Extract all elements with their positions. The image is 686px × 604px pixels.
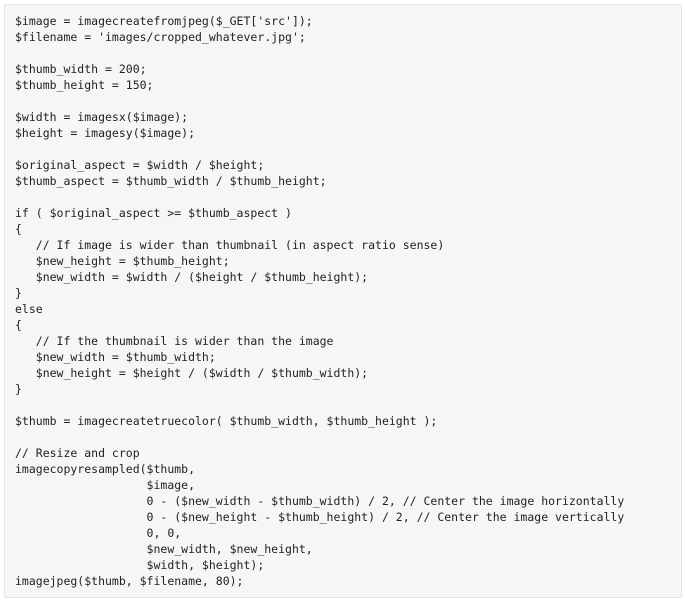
code-line: $thumb_aspect = $thumb_width / $thumb_he…: [15, 174, 327, 188]
code-line: [15, 429, 681, 445]
code-line: // If the thumbnail is wider than the im…: [15, 334, 334, 348]
code-line: [15, 45, 681, 61]
code-line: $new_width, $new_height,: [15, 542, 313, 556]
code-line: $width, $height);: [15, 558, 265, 572]
code-line: 0, 0,: [15, 526, 182, 540]
code-line: $new_width = $width / ($height / $thumb_…: [15, 270, 369, 284]
code-line: else: [15, 302, 43, 316]
code-line: {: [15, 222, 22, 236]
code-line: $height = imagesy($image);: [15, 126, 196, 140]
code-line: {: [15, 318, 22, 332]
code-line: $original_aspect = $width / $height;: [15, 158, 265, 172]
code-line: 0 - ($new_height - $thumb_height) / 2, /…: [15, 510, 625, 524]
code-line: 0 - ($new_width - $thumb_width) / 2, // …: [15, 494, 625, 508]
code-line: [15, 397, 681, 413]
code-line: $width = imagesx($image);: [15, 110, 189, 124]
code-line: $new_height = $thumb_height;: [15, 254, 230, 268]
code-line: imagejpeg($thumb, $filename, 80);: [15, 574, 244, 588]
code-line: [15, 141, 681, 157]
code-line: $image,: [15, 478, 196, 492]
code-lines: $image = imagecreatefromjpeg($_GET['src'…: [15, 13, 681, 589]
code-line: }: [15, 382, 22, 396]
code-line: $thumb_height = 150;: [15, 78, 154, 92]
code-line: $new_width = $thumb_width;: [15, 350, 216, 364]
code-line: $thumb_width = 200;: [15, 62, 147, 76]
code-line: $filename = 'images/cropped_whatever.jpg…: [15, 30, 306, 44]
code-line: [15, 93, 681, 109]
code-line: $new_height = $height / ($width / $thumb…: [15, 366, 369, 380]
code-line: }: [15, 286, 22, 300]
code-line: $thumb = imagecreatetruecolor( $thumb_wi…: [15, 414, 438, 428]
code-line: imagecopyresampled($thumb,: [15, 462, 196, 476]
code-line: $image = imagecreatefromjpeg($_GET['src'…: [15, 14, 313, 28]
code-line: // If image is wider than thumbnail (in …: [15, 238, 445, 252]
code-line: if ( $original_aspect >= $thumb_aspect ): [15, 206, 292, 220]
code-line: // Resize and crop: [15, 446, 140, 460]
code-block[interactable]: $image = imagecreatefromjpeg($_GET['src'…: [4, 4, 682, 598]
code-line: [15, 189, 681, 205]
